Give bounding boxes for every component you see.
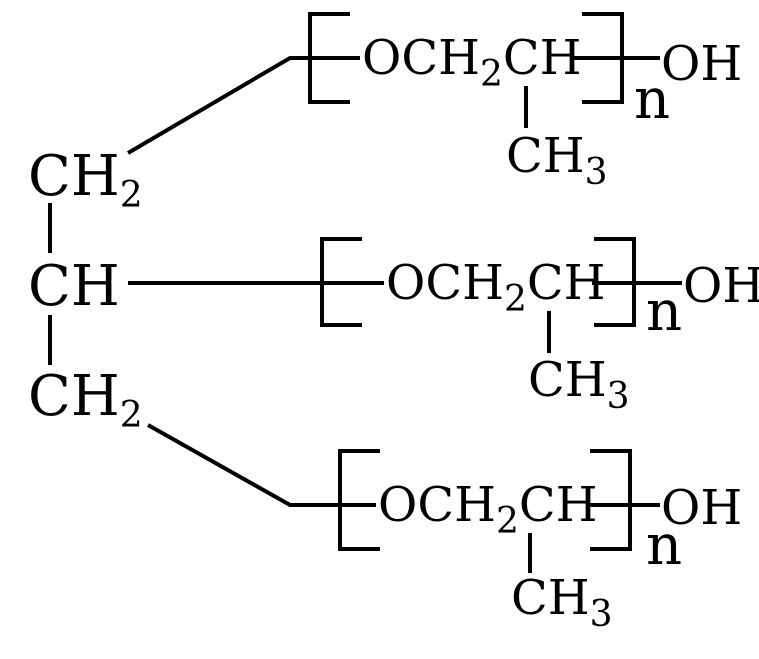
backbone: CH2 CH CH2 <box>28 144 143 436</box>
polyether-chain-middle: OCH2CH CH3 n OH <box>320 237 759 417</box>
backbone-ch2-top: CH2 <box>28 144 143 216</box>
left-bracket <box>338 449 380 551</box>
backbone-ch2-bottom: CH2 <box>28 364 143 436</box>
repeat-unit-text: OCH2CH <box>378 477 597 542</box>
repeat-unit-text: OCH2CH <box>362 30 581 95</box>
right-bracket <box>590 449 632 551</box>
methyl-group: CH3 <box>506 128 608 193</box>
polyether-chain-bottom: OCH2CH CH3 n OH <box>338 449 742 635</box>
repeat-unit-text: OCH2CH <box>386 255 605 320</box>
repeat-count: n <box>646 513 682 578</box>
end-group: OH <box>683 258 759 314</box>
polyether-chain-top: OCH2CH CH3 n OH <box>308 12 742 193</box>
repeat-count: n <box>634 67 670 132</box>
end-group: OH <box>661 36 742 92</box>
backbone-ch-middle: CH <box>28 254 120 319</box>
bond-to-chain-bottom <box>147 423 340 507</box>
methyl-group: CH3 <box>528 352 630 417</box>
repeat-count: n <box>646 279 682 344</box>
methyl-group: CH3 <box>511 570 613 635</box>
bond-to-chain-top <box>126 56 310 155</box>
end-group: OH <box>661 480 742 536</box>
linking-bonds <box>126 56 340 507</box>
